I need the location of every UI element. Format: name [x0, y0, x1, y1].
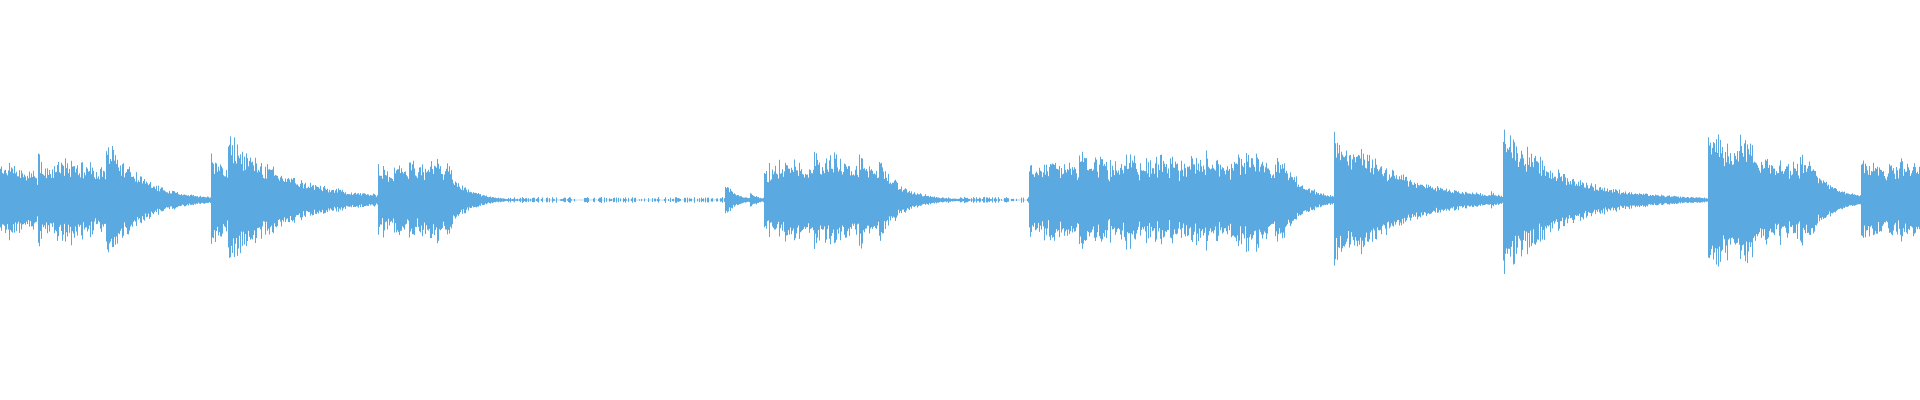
waveform-path — [0, 129, 1920, 275]
waveform-samples — [0, 129, 1920, 275]
